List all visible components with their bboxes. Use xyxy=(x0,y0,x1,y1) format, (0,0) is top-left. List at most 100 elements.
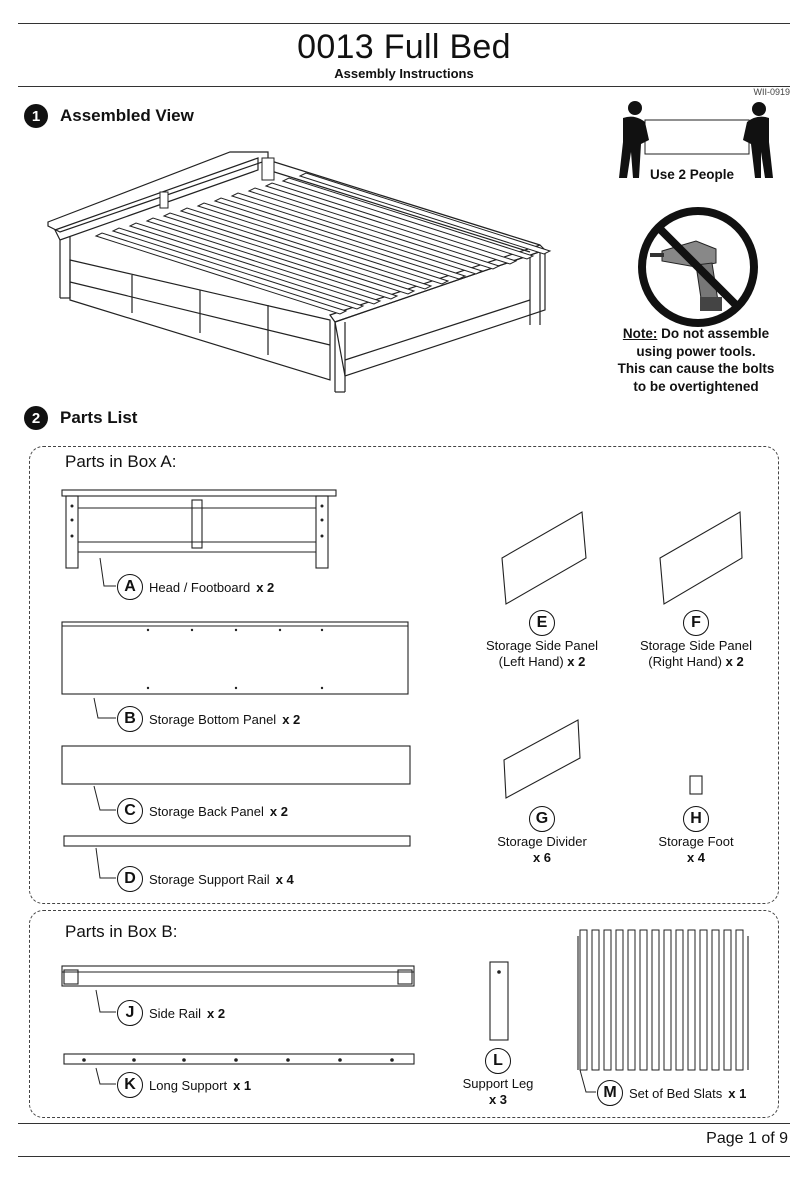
doc-code: WII-0919 xyxy=(753,87,790,97)
part-letter-a: A xyxy=(117,574,143,600)
box-a-frame xyxy=(29,446,779,904)
slat-piece xyxy=(687,929,696,1071)
bed-slat xyxy=(298,172,552,255)
part-name: Storage Foot xyxy=(658,834,734,849)
step-1-heading: 1 Assembled View xyxy=(24,104,194,128)
slat-piece xyxy=(711,929,720,1071)
bed-slat xyxy=(179,207,433,290)
part-c-label: C Storage Back Panel x 2 xyxy=(117,798,288,824)
bed-slat xyxy=(196,202,450,285)
part-g-caption: G Storage Divider x 6 xyxy=(472,806,612,866)
part-qty: x 2 xyxy=(725,654,744,669)
box-b-parts-illustration xyxy=(61,929,749,1093)
bed-slat xyxy=(264,182,518,265)
power-tools-note: Note: Do not assemble using power tools.… xyxy=(606,325,786,395)
part-name: Storage Support Rail xyxy=(149,871,270,887)
part-qty: x 2 xyxy=(269,803,288,819)
part-d-label: D Storage Support Rail x 4 xyxy=(117,866,294,892)
part-qty: x 2 xyxy=(256,579,275,595)
box-a-parts-illustration xyxy=(61,489,743,879)
part-name: Side Rail xyxy=(149,1005,202,1021)
part-letter-g: G xyxy=(529,806,555,832)
note-line-3: This can cause the bolts xyxy=(617,361,775,376)
bed-slat xyxy=(145,217,399,300)
part-e-caption: E Storage Side Panel (Left Hand) x 2 xyxy=(472,610,612,670)
document-title: 0013 Full Bed xyxy=(297,28,511,66)
footer-top-rule xyxy=(18,1123,790,1124)
part-h-caption: H Storage Foot x 4 xyxy=(626,806,766,866)
part-name-line1: Storage Side Panel xyxy=(485,638,599,653)
slat-piece xyxy=(615,929,624,1071)
bed-slat xyxy=(128,222,382,305)
slat-piece xyxy=(699,929,708,1071)
slat-piece xyxy=(627,929,636,1071)
part-letter-c: C xyxy=(117,798,143,824)
part-letter-k: K xyxy=(117,1072,143,1098)
bed-slat xyxy=(162,212,416,295)
people-label: Use 2 People xyxy=(650,167,735,182)
two-people-icon xyxy=(619,101,773,178)
bed-slat xyxy=(230,192,484,275)
bed-slat xyxy=(247,187,501,270)
part-qty: x 3 xyxy=(488,1092,508,1107)
bed-slat xyxy=(213,197,467,280)
part-j-label: J Side Rail x 2 xyxy=(117,1000,225,1026)
slat-piece xyxy=(579,929,588,1071)
part-name: Head / Footboard xyxy=(149,579,251,595)
part-l-caption: L Support Leg x 3 xyxy=(448,1048,548,1108)
bed-slat xyxy=(111,227,365,310)
part-b-label: B Storage Bottom Panel x 2 xyxy=(117,706,300,732)
slat-piece xyxy=(603,929,612,1071)
box-b-label: Parts in Box B: xyxy=(65,922,178,941)
part-qty: x 2 xyxy=(207,1005,226,1021)
part-name: Storage Bottom Panel xyxy=(149,711,277,727)
part-qty: x 4 xyxy=(686,850,706,865)
step-number: 2 xyxy=(24,406,48,430)
top-rule xyxy=(18,23,790,24)
part-k-label: K Long Support x 1 xyxy=(117,1072,251,1098)
part-letter-l: L xyxy=(485,1048,511,1074)
part-letter-j: J xyxy=(117,1000,143,1026)
part-letter-d: D xyxy=(117,866,143,892)
assembled-bed-illustration xyxy=(47,151,552,393)
part-letter-h: H xyxy=(683,806,709,832)
part-letter-f: F xyxy=(683,610,709,636)
part-qty: x 1 xyxy=(233,1077,252,1093)
part-name: Support Leg xyxy=(462,1076,534,1091)
part-name-line2: (Left Hand) xyxy=(498,654,564,669)
step-title: Parts List xyxy=(60,408,138,427)
note-line-2: using power tools. xyxy=(636,343,756,359)
no-power-tools-icon xyxy=(638,207,758,327)
slat-piece xyxy=(639,929,648,1071)
slat-piece xyxy=(723,929,732,1071)
part-name-line1: Storage Side Panel xyxy=(639,638,753,653)
slat-piece xyxy=(663,929,672,1071)
part-qty: x 2 xyxy=(567,654,586,669)
slat-piece xyxy=(591,929,600,1071)
part-a-label: A Head / Footboard x 2 xyxy=(117,574,274,600)
document-subtitle: Assembly Instructions xyxy=(334,66,474,81)
note-line-4: to be overtightened xyxy=(633,378,759,394)
part-name: Storage Back Panel xyxy=(149,803,264,819)
part-qty: x 6 xyxy=(532,850,552,865)
note-prefix: Note: xyxy=(622,326,658,341)
step-title: Assembled View xyxy=(60,106,194,125)
part-m-label: M Set of Bed Slats x 1 xyxy=(597,1080,746,1106)
bed-slat xyxy=(281,177,535,260)
note-line-1: Do not assemble xyxy=(657,326,770,341)
part-letter-m: M xyxy=(597,1080,623,1106)
part-name: Set of Bed Slats xyxy=(629,1085,723,1101)
slat-piece xyxy=(651,929,660,1071)
part-qty: x 4 xyxy=(275,871,294,887)
step-2-heading: 2 Parts List xyxy=(24,406,137,430)
part-qty: x 1 xyxy=(728,1085,747,1101)
step-number: 1 xyxy=(24,104,48,128)
page-number: Page 1 of 9 xyxy=(706,1130,788,1147)
box-b-frame xyxy=(29,910,779,1118)
part-name: Storage Divider xyxy=(497,834,587,849)
slat-piece xyxy=(675,929,684,1071)
part-qty: x 2 xyxy=(282,711,301,727)
box-a-label: Parts in Box A: xyxy=(65,452,177,471)
slat-piece xyxy=(735,929,744,1071)
footer-bottom-rule xyxy=(18,1156,790,1157)
